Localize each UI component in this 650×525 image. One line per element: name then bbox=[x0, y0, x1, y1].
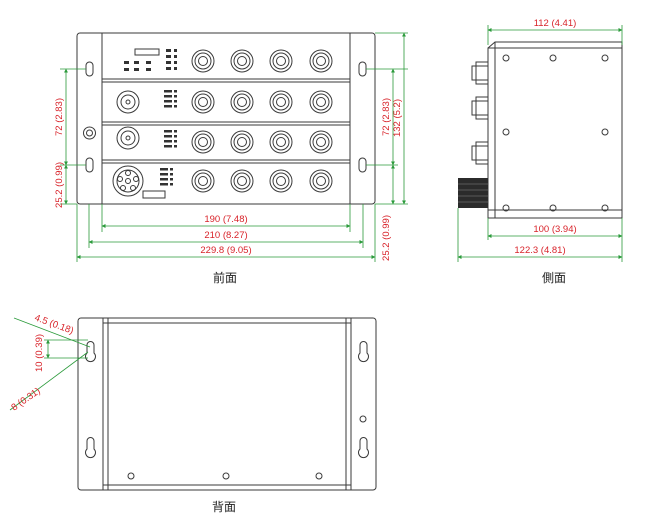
side-view-caption: 側面 bbox=[542, 271, 566, 285]
side-view: 112 (4.41) 100 (3.94) 122.3 (4.81) 側面 bbox=[457, 18, 623, 285]
screw-icon bbox=[127, 472, 323, 480]
dim-10: 10 (0.39) bbox=[34, 334, 45, 372]
front-body bbox=[101, 32, 351, 205]
m12-connector-icon bbox=[269, 169, 293, 193]
m12-connector-icon bbox=[309, 169, 333, 193]
power-connector-icon bbox=[112, 165, 144, 197]
front-view-caption: 前面 bbox=[213, 270, 237, 285]
keyhole-slot-icon bbox=[85, 341, 369, 458]
m12-connector-icon bbox=[309, 90, 333, 114]
front-flange bbox=[76, 32, 376, 205]
dim-229: 229.8 (9.05) bbox=[200, 245, 251, 256]
m12-connector-icon bbox=[116, 126, 140, 150]
m12-connector-icon bbox=[230, 49, 254, 73]
m12-connector-icon bbox=[230, 130, 254, 154]
m12-connector-icon bbox=[191, 130, 215, 154]
keyhole-slot-icon bbox=[358, 61, 367, 173]
dim-8: 8 (0.31) bbox=[9, 386, 42, 414]
label-plate bbox=[142, 190, 166, 199]
led-indicators bbox=[124, 49, 177, 71]
screw-icon bbox=[502, 54, 609, 212]
back-view: 4.5 (0.18) 10 (0.39) 8 (0.31) 背面 bbox=[9, 312, 377, 514]
front-dimensions bbox=[60, 32, 408, 262]
dim-210: 210 (8.27) bbox=[204, 230, 247, 241]
back-flange bbox=[77, 317, 377, 491]
back-dimensions bbox=[9, 317, 91, 411]
m12-connector-icon bbox=[230, 90, 254, 114]
front-connectors bbox=[116, 49, 333, 193]
display-window bbox=[134, 48, 160, 56]
led-indicators bbox=[160, 90, 177, 186]
m12-connector-icon bbox=[309, 130, 333, 154]
dim-122: 122.3 (4.81) bbox=[514, 245, 565, 256]
m12-connector-icon bbox=[191, 90, 215, 114]
keyhole-slot-icon bbox=[83, 61, 96, 173]
back-body bbox=[102, 317, 352, 491]
m12-connector-icon bbox=[191, 169, 215, 193]
dim-100: 100 (3.94) bbox=[533, 224, 576, 235]
m12-connector-icon bbox=[269, 90, 293, 114]
side-dimensions bbox=[457, 25, 623, 262]
m12-connector-icon bbox=[269, 130, 293, 154]
dim-112: 112 (4.41) bbox=[534, 18, 577, 29]
dim-190: 190 (7.48) bbox=[204, 214, 247, 225]
m12-connector-icon bbox=[230, 169, 254, 193]
dim-right-25: 25.2 (0.99) bbox=[381, 215, 392, 261]
dim-right-132: 132 (5.2) bbox=[392, 99, 403, 137]
side-body bbox=[487, 47, 623, 219]
m12-connector-icon bbox=[309, 49, 333, 73]
m12-connector-icon bbox=[116, 90, 140, 114]
back-view-caption: 背面 bbox=[212, 500, 236, 514]
side-connector-icon bbox=[458, 61, 489, 208]
m12-connector-icon bbox=[191, 49, 215, 73]
m12-connector-icon bbox=[269, 49, 293, 73]
dim-left-72: 72 (2.83) bbox=[54, 98, 65, 136]
front-view: 190 (7.48) 210 (8.27) 229.8 (9.05) 72 (2… bbox=[54, 32, 408, 285]
dim-left-25: 25.2 (0.99) bbox=[54, 162, 65, 208]
dim-right-72: 72 (2.83) bbox=[381, 98, 392, 136]
